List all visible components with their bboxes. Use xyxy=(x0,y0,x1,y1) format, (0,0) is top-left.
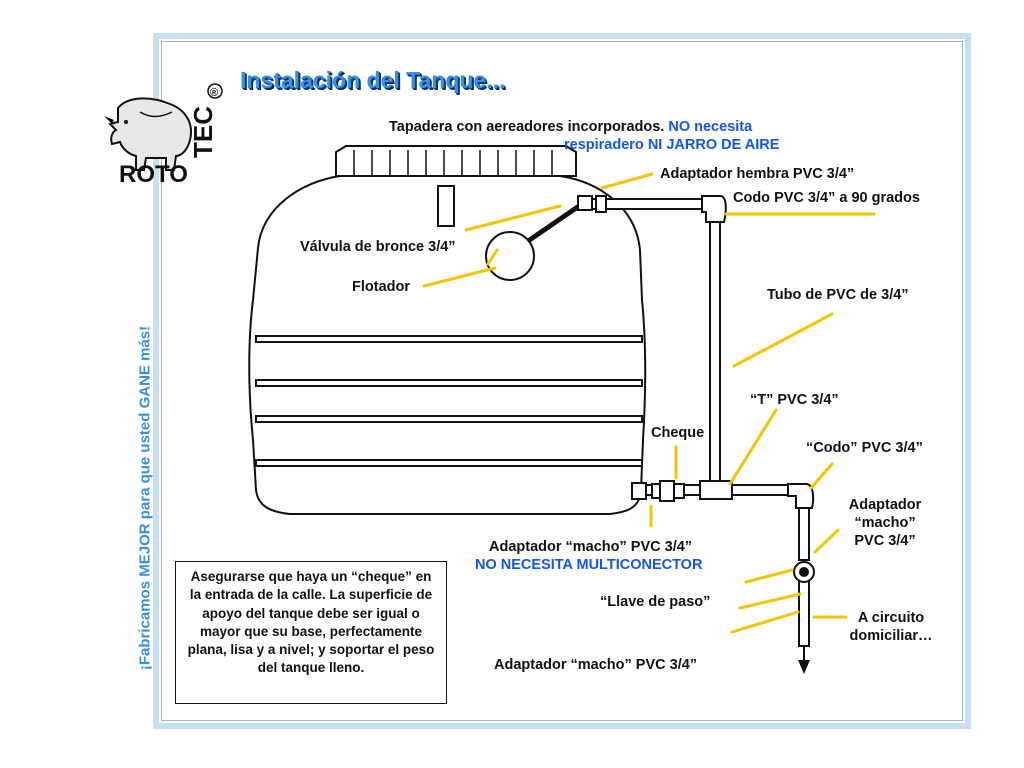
logo-word-tec: TEC xyxy=(188,106,218,158)
label-tapadera-blue-2: respiradero NI JARRO DE AIRE xyxy=(564,137,780,153)
registered-mark-ring xyxy=(207,83,223,99)
label-codo-90: Codo PVC 3/4” a 90 grados xyxy=(733,190,920,206)
logo-word-roto: ROTO xyxy=(119,161,188,188)
label-a-circuito-1: A circuito xyxy=(857,610,925,626)
label-adaptador-macho-bottom: Adaptador “macho” PVC 3/4” xyxy=(494,657,698,673)
label-a-circuito: A circuito domiciliar… xyxy=(838,609,944,645)
pointer-lines xyxy=(422,172,876,634)
label-t-pvc: “T” PVC 3/4” xyxy=(750,392,839,408)
label-adaptador-hembra: Adaptador hembra PVC 3/4” xyxy=(660,166,855,182)
float-ball-icon xyxy=(485,231,535,281)
label-a-circuito-2: domiciliar… xyxy=(849,628,933,644)
side-slogan: ¡Fabricamos MEJOR para que usted GANE má… xyxy=(136,325,154,671)
label-tubo: Tubo de PVC de 3/4” xyxy=(767,287,909,303)
water-tank-icon xyxy=(248,145,647,515)
rhino-logo-icon xyxy=(104,97,192,171)
label-adaptador-macho-right-2: “macho” xyxy=(854,515,916,531)
label-cheque: Cheque xyxy=(651,425,705,441)
label-flotador: Flotador xyxy=(352,279,410,295)
label-no-multiconector: NO NECESITA MULTICONECTOR xyxy=(475,557,703,573)
flow-arrow-icon xyxy=(798,646,810,674)
label-tapadera-blue-1: NO necesita xyxy=(668,119,753,135)
label-llave: “Llave de paso” xyxy=(600,594,711,610)
registered-mark: ® xyxy=(210,87,218,99)
page-title: Instalación del Tanque... xyxy=(240,67,506,93)
label-adaptador-macho-right: Adaptador “macho” PVC 3/4” xyxy=(836,496,934,550)
check-valve-icon xyxy=(651,480,685,502)
installation-note: Asegurarse que haya un “cheque” en la en… xyxy=(175,561,447,704)
label-valvula: Válvula de bronce 3/4” xyxy=(300,239,456,255)
label-tapadera-black: Tapadera con aereadores incorporados. xyxy=(389,119,665,135)
pvc-piping xyxy=(591,195,815,647)
slide-frame xyxy=(153,33,971,729)
label-adaptador-macho-right-1: Adaptador xyxy=(848,497,922,513)
label-adaptador-macho-right-3: PVC 3/4” xyxy=(854,533,916,549)
bronze-valve xyxy=(577,195,593,211)
label-tapadera: Tapadera con aereadores incorporados. NO… xyxy=(389,118,752,136)
label-codo: “Codo” PVC 3/4” xyxy=(806,440,923,456)
shutoff-valve-icon xyxy=(793,561,815,583)
label-adaptador-macho-mid: Adaptador “macho” PVC 3/4” xyxy=(489,539,693,555)
